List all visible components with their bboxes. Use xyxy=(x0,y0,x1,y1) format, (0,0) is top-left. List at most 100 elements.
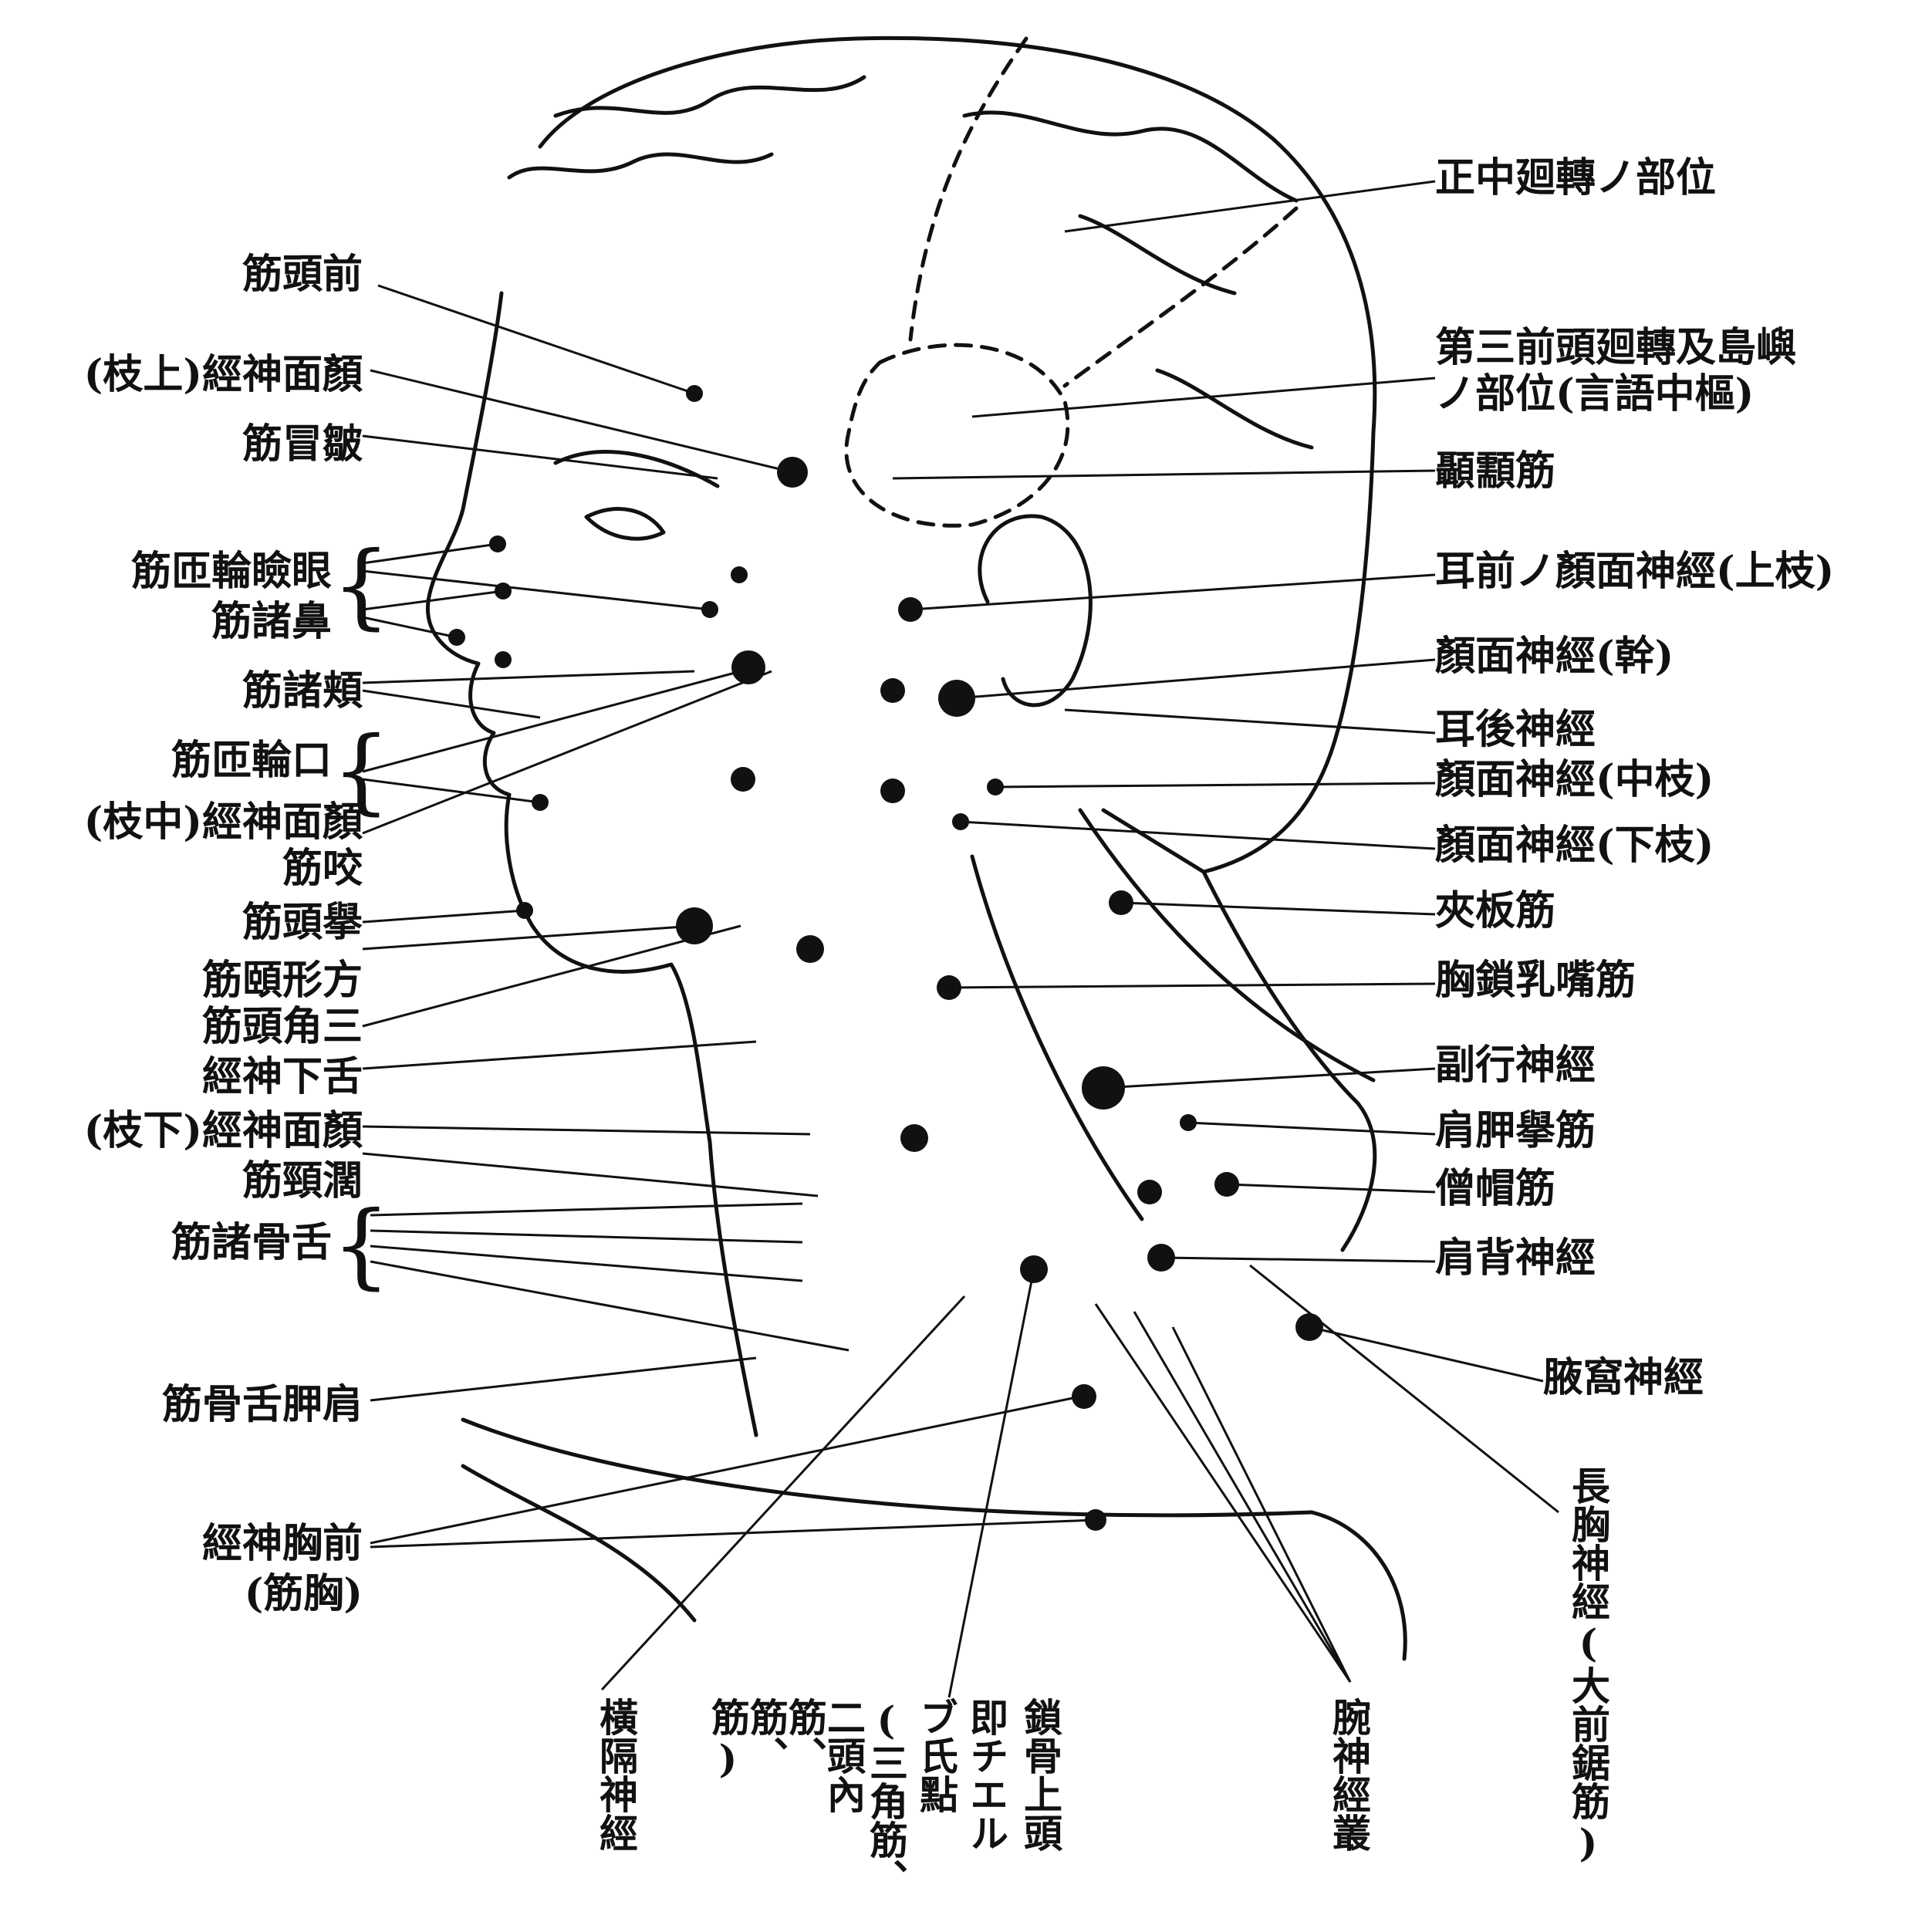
bottom-label: 腕神經叢 xyxy=(1327,1697,1370,1852)
right-label-vertical: 長胸神經(大前鋸筋) xyxy=(1566,1466,1609,1866)
leader-line xyxy=(893,471,1435,478)
leader-line xyxy=(602,1296,964,1690)
leader-line xyxy=(949,984,1435,988)
left-label: (枝下)經神面顏 xyxy=(8,1111,363,1151)
right-label: 僧帽筋 xyxy=(1435,1169,1555,1209)
left-label: (枝上)經神面顏 xyxy=(8,355,363,395)
leader-line xyxy=(370,1358,756,1400)
motor-point xyxy=(900,1124,928,1152)
motor-point xyxy=(495,651,512,668)
left-label: 筋冒皺 xyxy=(131,424,363,464)
left-label: (枝中)經神面顏 xyxy=(8,802,363,843)
leader-line xyxy=(1309,1327,1543,1381)
left-label: 筋匝輪瞼眼 xyxy=(77,552,332,592)
motor-point xyxy=(796,935,824,963)
right-label: 耳前ノ顏面神經(上枝) xyxy=(1435,552,1834,592)
leader-line xyxy=(1173,1327,1350,1682)
leader-line xyxy=(957,660,1435,698)
right-label: 耳後神經 xyxy=(1435,710,1596,750)
leader-line xyxy=(363,691,540,718)
hair-wave-4 xyxy=(1080,216,1235,293)
hair-wave-2 xyxy=(509,154,772,177)
motor-area-dashed xyxy=(910,39,1026,339)
right-label: 副行神經 xyxy=(1435,1045,1596,1086)
motor-point xyxy=(1137,1180,1162,1204)
leader-line xyxy=(1065,710,1435,733)
left-label: 筋咬 xyxy=(154,849,363,889)
bottom-label: 筋) xyxy=(706,1697,749,1782)
right-label: 肩胛擧筋 xyxy=(1435,1111,1596,1151)
bottom-label: 筋、 xyxy=(783,1697,826,1775)
leader-line xyxy=(363,1126,810,1134)
motor-point xyxy=(731,767,755,792)
right-label: 顏面神經(下枝) xyxy=(1435,826,1714,866)
left-label: (筋胸) xyxy=(177,1574,363,1614)
leader-line xyxy=(363,671,772,833)
right-label: 第三前頭廻轉及島嶼 xyxy=(1435,328,1796,368)
leader-line xyxy=(370,1520,1096,1547)
leader-line xyxy=(363,671,694,683)
leader-line xyxy=(995,783,1435,787)
right-label: 肩背神經 xyxy=(1435,1238,1596,1278)
bottom-label: ブ氏點 xyxy=(914,1697,958,1813)
leader-line xyxy=(363,910,525,922)
bottom-label: (三角筋、 xyxy=(864,1697,907,1897)
leader-line xyxy=(370,1262,849,1350)
leader-line xyxy=(1250,1265,1559,1512)
hair-wave-3 xyxy=(964,113,1296,201)
ear-outline xyxy=(980,516,1091,705)
right-label: 顏面神經(中枝) xyxy=(1435,760,1714,800)
brace-left-hyoid: { xyxy=(332,1200,390,1292)
left-label: 經神下舌 xyxy=(131,1057,363,1097)
right-label: 夾板筋 xyxy=(1435,891,1555,931)
left-label: 筋骨舌胛肩 xyxy=(93,1385,363,1425)
hair-wave-5 xyxy=(1157,370,1312,448)
trapezius-edge xyxy=(1080,810,1373,1080)
left-label: 筋諸頬 xyxy=(131,671,363,711)
leader-line xyxy=(1103,1069,1435,1088)
leader-line xyxy=(370,1231,802,1242)
leader-line xyxy=(1096,1304,1350,1682)
leader-line xyxy=(378,285,694,393)
bottom-label: 即チエル xyxy=(964,1697,1008,1852)
leader-line xyxy=(370,370,792,472)
left-label: 筋匝輪口 xyxy=(100,741,332,781)
right-label: 腋窩神經 xyxy=(1543,1358,1704,1398)
leader-line xyxy=(961,822,1435,849)
speech-area-dashed xyxy=(846,345,1068,525)
leader-line xyxy=(363,1153,818,1196)
leader-line xyxy=(910,575,1435,610)
left-label: 筋頸濶 xyxy=(131,1161,363,1201)
frontal-boundary-dashed xyxy=(1065,208,1296,386)
leader-line xyxy=(370,1397,1080,1543)
leader-line xyxy=(1121,903,1435,914)
left-label: 筋頭角三 xyxy=(131,1007,363,1047)
motor-point xyxy=(731,566,748,583)
leader-line xyxy=(949,1269,1034,1697)
left-label: 經神胸前 xyxy=(131,1524,363,1564)
motor-point xyxy=(880,678,905,703)
leader-line xyxy=(370,1204,802,1215)
leader-line xyxy=(1227,1184,1435,1192)
brace-left-eye-nose: { xyxy=(332,540,390,633)
right-label: 顳顬筋 xyxy=(1435,451,1555,491)
leader-line xyxy=(972,378,1435,417)
leader-line xyxy=(363,926,694,949)
leader-line xyxy=(363,926,741,1026)
motor-point xyxy=(880,779,905,803)
left-label: 筋諸骨舌 xyxy=(100,1223,332,1263)
leader-line xyxy=(363,671,741,772)
leader-line xyxy=(1134,1312,1350,1682)
left-label: 筋頤形方 xyxy=(131,961,363,1001)
leader-line xyxy=(370,1246,802,1281)
leader-line xyxy=(1161,1258,1435,1262)
right-label: 顏面神經(幹) xyxy=(1435,637,1674,677)
bottom-label: 二頭內 xyxy=(822,1697,865,1813)
right-label: 正中廻轉ノ部位 xyxy=(1435,158,1716,198)
left-label: 筋頭前 xyxy=(131,255,363,295)
bottom-label: 筋、 xyxy=(745,1697,788,1775)
leader-line xyxy=(1188,1123,1435,1134)
head-outline xyxy=(540,38,1375,872)
right-label: ノ部位(言語中樞) xyxy=(1435,374,1754,414)
left-label: 筋頭擧 xyxy=(131,903,363,943)
